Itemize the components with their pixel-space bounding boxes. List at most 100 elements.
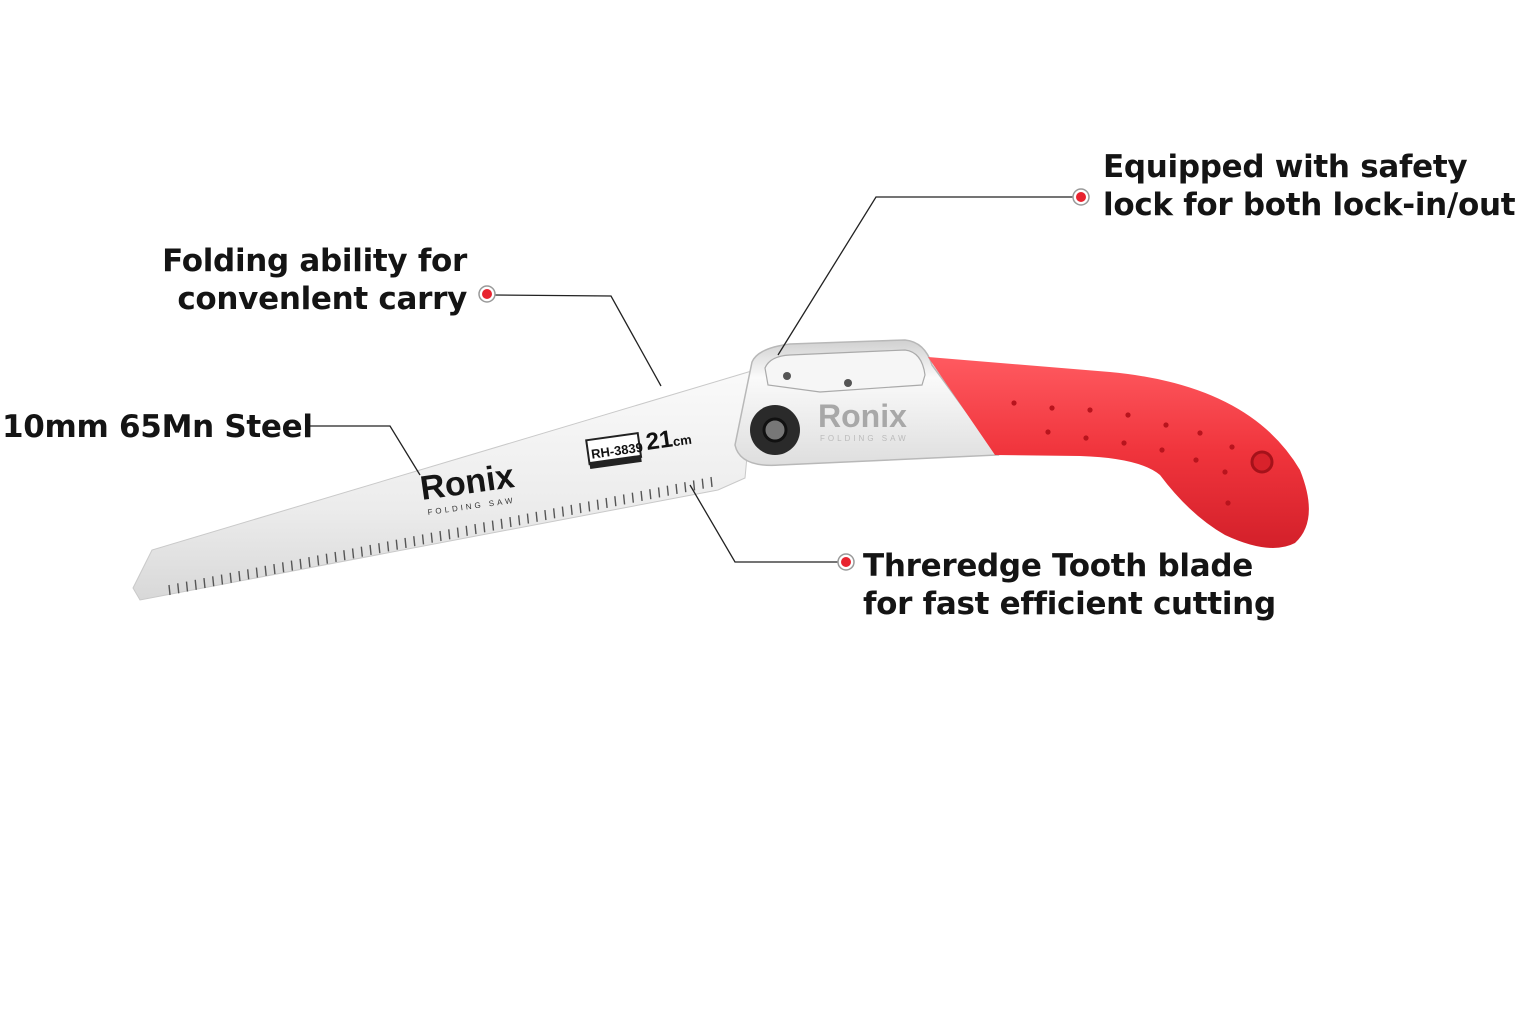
blade-tooth xyxy=(194,579,197,590)
saw-blade xyxy=(132,369,756,601)
blade-tooth xyxy=(448,529,451,540)
grip-dot xyxy=(1121,440,1127,446)
blade-tooth xyxy=(369,544,372,556)
blade-tooth xyxy=(465,525,468,536)
blade-tooth xyxy=(692,480,696,491)
blade-tooth xyxy=(413,536,416,547)
model-number: RH-3839 xyxy=(590,440,644,462)
blade-tooth xyxy=(596,499,600,510)
lanyard-hole xyxy=(1250,450,1274,474)
blade-tooth xyxy=(421,534,425,545)
blade-tooth xyxy=(710,476,713,488)
leader-line-folding xyxy=(493,294,662,387)
folding-label: Folding ability for convenlent carry xyxy=(162,242,467,318)
tooth-blade-label: Threredge Tooth blade for fast efficient… xyxy=(863,547,1276,623)
leader-line-tooth xyxy=(689,484,839,563)
blade-tooth xyxy=(430,532,433,543)
safety-lock-label: Equipped with safety lock for both lock-… xyxy=(1103,148,1516,224)
blade-tooth xyxy=(290,560,294,571)
blade-tooth xyxy=(649,489,652,500)
blade-tooth xyxy=(334,551,337,562)
blade-tooth xyxy=(474,523,477,535)
blade-tooth xyxy=(212,576,215,587)
label-line: Equipped with safety xyxy=(1103,149,1468,185)
blade-tooth xyxy=(456,527,460,538)
blade-teeth xyxy=(168,476,713,596)
blade-tooth xyxy=(684,482,687,493)
blade-tooth xyxy=(168,584,171,596)
grip-dot xyxy=(1083,435,1089,441)
blade-tooth xyxy=(579,503,582,514)
blade-tooth xyxy=(246,569,250,580)
blade-tooth xyxy=(614,496,617,507)
blade-tooth xyxy=(360,546,364,557)
label-line: Folding ability for xyxy=(162,243,467,279)
label-line: for fast efficient cutting xyxy=(863,586,1276,622)
blade-tooth xyxy=(220,574,224,585)
blade-tooth xyxy=(351,548,355,559)
blade-tooth xyxy=(587,501,591,512)
blade-tooth xyxy=(316,555,320,566)
leader-line-safety-lock xyxy=(777,196,1074,356)
blade-tooth xyxy=(177,583,180,594)
label-line: convenlent carry xyxy=(177,281,467,317)
label-line: lock for both lock-in/out xyxy=(1103,187,1516,223)
blade-tooth xyxy=(491,520,495,531)
blade-tooth xyxy=(281,562,285,573)
blade-tooth xyxy=(500,518,503,529)
grip-dot xyxy=(1229,444,1235,450)
blade-tooth xyxy=(570,504,573,515)
grip-dot xyxy=(1045,429,1051,435)
blade-tooth xyxy=(264,565,267,576)
grip-dot xyxy=(1193,457,1199,463)
red-grip-handle xyxy=(928,357,1309,548)
blade-tooth xyxy=(386,541,390,552)
blade-tooth xyxy=(439,530,442,542)
callout-dot-safety-lock xyxy=(1072,188,1090,206)
callout-dot-tooth xyxy=(837,553,855,571)
handle-brand-logo: Ronix xyxy=(818,398,907,434)
lock-plate xyxy=(764,349,926,393)
blade-tooth xyxy=(631,492,635,503)
blade-tooth xyxy=(657,487,661,498)
grip-dot xyxy=(1222,469,1228,475)
steel-label: 10mm 65Mn Steel xyxy=(2,408,313,446)
blade-tooth xyxy=(622,494,626,505)
blade-tooth xyxy=(395,539,398,550)
rivet xyxy=(844,379,852,387)
blade-tooth xyxy=(509,516,512,528)
blade-tooth xyxy=(299,558,302,569)
blade-tooth xyxy=(229,572,232,583)
blade-tooth xyxy=(640,490,643,502)
handle-brand-subtext: FOLDING SAW xyxy=(820,434,909,443)
label-line: Threredge Tooth blade xyxy=(863,548,1253,584)
blade-tooth xyxy=(666,485,669,496)
blade-tooth xyxy=(343,550,346,561)
blade-tooth xyxy=(404,537,407,549)
blade-tooth xyxy=(526,513,530,524)
blade-tooth xyxy=(203,577,206,589)
grip-dot xyxy=(1049,405,1055,411)
rivet xyxy=(783,372,791,380)
grip-dot xyxy=(1087,407,1093,413)
label-line: 10mm 65Mn Steel xyxy=(2,409,313,445)
grip-dot xyxy=(1125,412,1131,418)
blade-tooth xyxy=(544,510,547,521)
grip-dot xyxy=(1159,447,1165,453)
blade-tooth xyxy=(483,522,486,533)
blade-tooth xyxy=(238,570,241,582)
grip-dots xyxy=(1011,400,1235,506)
blade-tooth xyxy=(325,553,329,564)
callout-dot-folding xyxy=(478,285,496,303)
blade-tooth xyxy=(552,508,556,519)
blade-length: 21cm xyxy=(644,423,693,456)
blade-tooth xyxy=(517,515,521,526)
grip-dot xyxy=(1225,500,1231,506)
blade-tooth xyxy=(675,483,678,495)
blade-tooth xyxy=(561,506,565,517)
blade-tooth xyxy=(701,478,704,489)
grip-dot xyxy=(1197,430,1203,436)
grip-dot xyxy=(1163,422,1169,428)
